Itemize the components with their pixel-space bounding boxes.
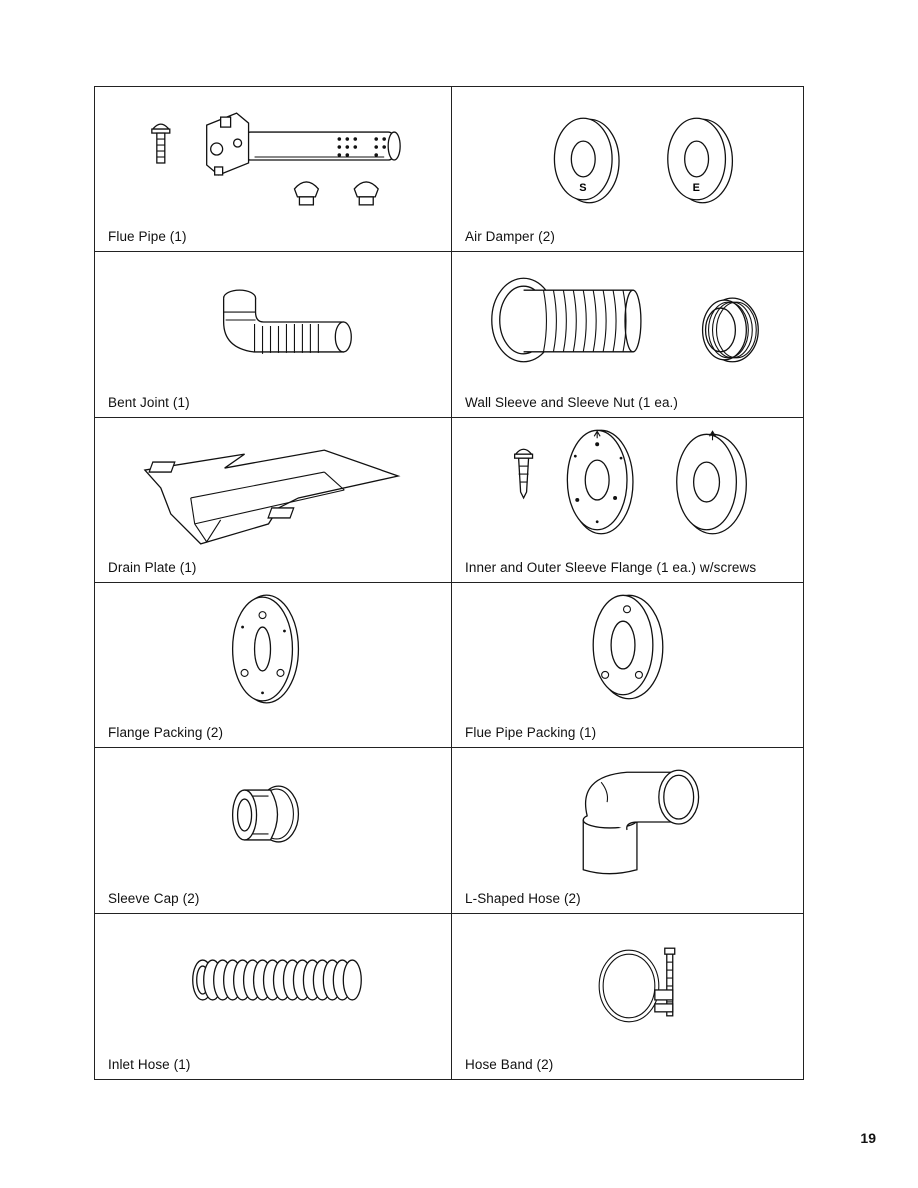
part-cell-air-damper: S E Air Damper (2) bbox=[452, 87, 803, 253]
parts-table: Flue Pipe (1) S E Air Damper (2) Bent Jo bbox=[94, 86, 804, 1080]
part-cell-flue-pipe-packing: Flue Pipe Packing (1) bbox=[452, 583, 803, 749]
part-cell-flue-pipe: Flue Pipe (1) bbox=[95, 87, 452, 253]
part-cell-sleeve-flange: Inner and Outer Sleeve Flange (1 ea.) w/… bbox=[452, 418, 803, 583]
damper-mark-s: S bbox=[579, 182, 586, 194]
part-cell-flange-packing: Flange Packing (2) bbox=[95, 582, 452, 749]
damper-mark-e: E bbox=[693, 182, 700, 194]
part-cell-inlet-hose: Inlet Hose (1) bbox=[95, 913, 452, 1079]
part-cell-drain-plate: Drain Plate (1) bbox=[95, 417, 452, 583]
page-number: 19 bbox=[860, 1130, 876, 1146]
flange-packing-icon bbox=[231, 594, 300, 704]
l-shaped-hose-icon bbox=[582, 769, 700, 875]
part-caption: Drain Plate (1) bbox=[108, 559, 197, 575]
drain-plate-icon bbox=[143, 449, 401, 545]
part-caption: Inlet Hose (1) bbox=[108, 1056, 191, 1072]
flue-pipe-icon bbox=[151, 112, 401, 206]
part-caption: Sleeve Cap (2) bbox=[108, 890, 200, 906]
bent-joint-icon bbox=[222, 289, 352, 355]
part-cell-hose-band: Hose Band (2) bbox=[452, 914, 803, 1079]
part-caption: Inner and Outer Sleeve Flange (1 ea.) w/… bbox=[465, 559, 757, 575]
part-cell-sleeve-cap: Sleeve Cap (2) bbox=[95, 748, 452, 914]
part-caption: Hose Band (2) bbox=[465, 1056, 554, 1072]
wall-sleeve-icon bbox=[491, 277, 759, 363]
part-caption: Flue Pipe (1) bbox=[108, 229, 187, 245]
part-cell-wall-sleeve: Wall Sleeve and Sleeve Nut (1 ea.) bbox=[452, 252, 803, 418]
part-caption: Air Damper (2) bbox=[465, 229, 555, 245]
inlet-hose-icon bbox=[192, 959, 362, 1001]
sleeve-flange-icon bbox=[513, 429, 747, 535]
part-cell-bent-joint: Bent Joint (1) bbox=[95, 252, 452, 418]
part-caption: L-Shaped Hose (2) bbox=[465, 890, 581, 906]
part-caption: Wall Sleeve and Sleeve Nut (1 ea.) bbox=[465, 394, 679, 410]
part-caption: Flue Pipe Packing (1) bbox=[465, 725, 597, 741]
air-damper-icon: S E bbox=[553, 117, 734, 204]
part-caption: Bent Joint (1) bbox=[108, 394, 190, 410]
part-caption: Flange Packing (2) bbox=[108, 725, 224, 741]
flue-pipe-packing-icon bbox=[592, 594, 664, 700]
hose-band-icon bbox=[598, 947, 676, 1022]
sleeve-cap-icon bbox=[231, 785, 300, 843]
part-cell-l-shaped-hose: L-Shaped Hose (2) bbox=[452, 748, 803, 914]
